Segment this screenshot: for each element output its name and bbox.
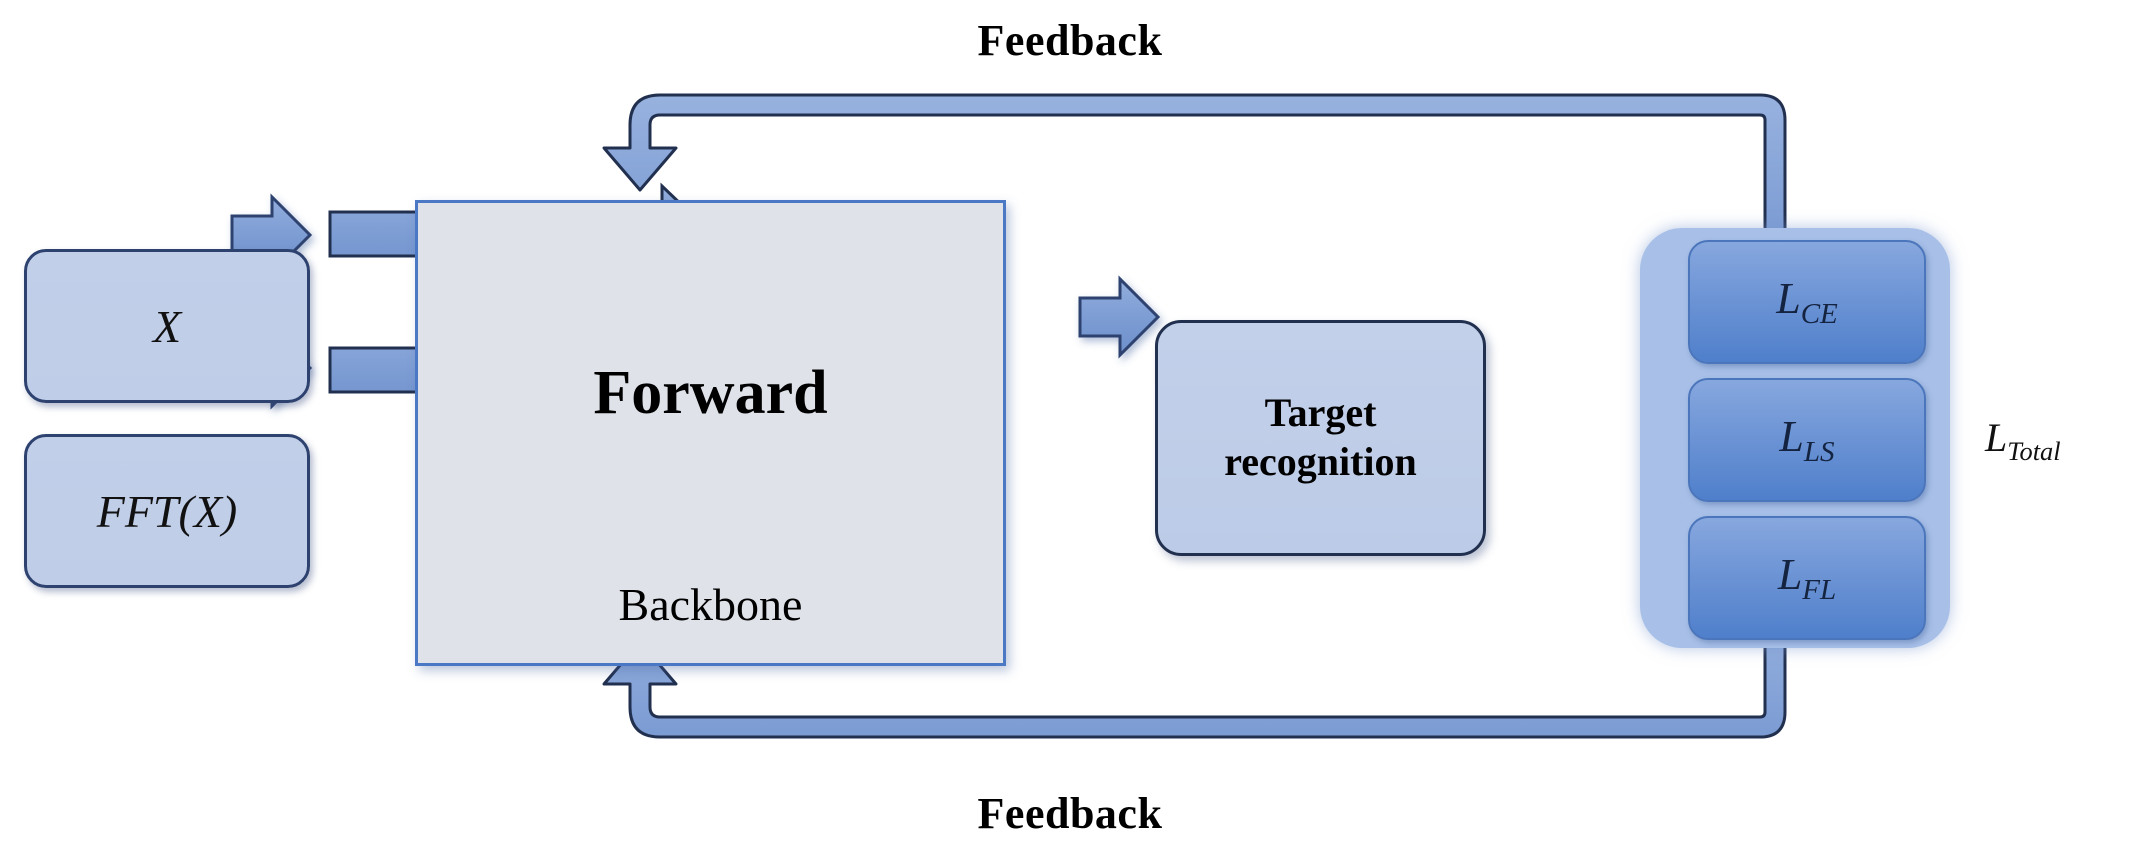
input-label-x: X [152,300,182,352]
loss-label-ce: LCE [1776,274,1838,330]
input-label-fft: FFT(X) [96,485,238,537]
loss-box-ce[interactable]: LCE [1688,240,1926,364]
loss-label-fl: LFL [1777,550,1837,606]
feedback-arrow-top [602,93,1787,242]
input-box-x[interactable]: X [24,249,310,403]
target-recognition-box[interactable]: Target recognition [1155,320,1486,556]
target-line-1: Target [1264,390,1377,436]
total-loss-label: LTotal [1985,415,2061,466]
feedback-top-label: Feedback [977,16,1163,65]
target-line-2: recognition [1224,439,1417,484]
loss-box-ls[interactable]: LLS [1688,378,1926,502]
loss-box-fl[interactable]: LFL [1688,516,1926,640]
backbone-panel[interactable]: Forward Backbone [415,200,1006,666]
loss-label-ls: LLS [1779,412,1835,468]
backbone-title: Forward [593,359,828,427]
connector-target-to-loss [1078,275,1161,359]
backbone-caption: Backbone [618,579,803,630]
feedback-bottom-label: Feedback [977,789,1163,838]
input-box-fft[interactable]: FFT(X) [24,434,310,588]
loss-container: LCE LLS LFL [1640,228,1950,648]
